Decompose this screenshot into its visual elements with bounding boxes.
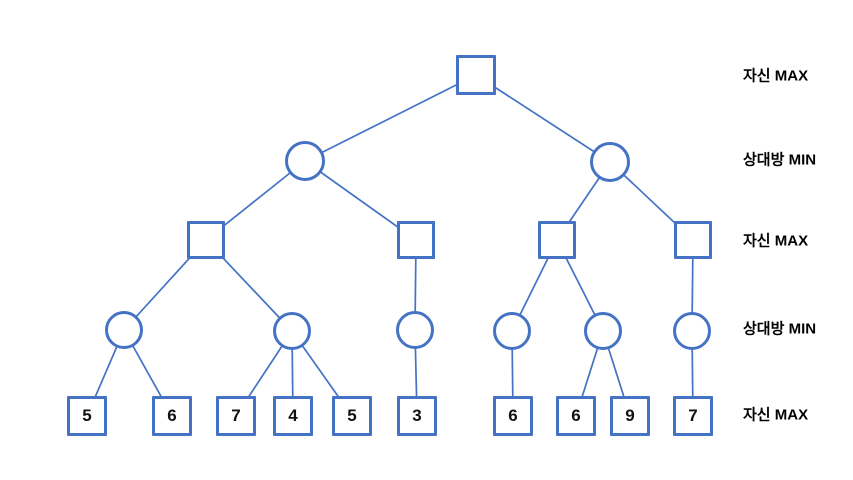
min-node bbox=[273, 312, 311, 350]
min-node bbox=[105, 311, 143, 349]
leaf-node: 6 bbox=[152, 396, 192, 436]
leaf-node: 4 bbox=[273, 396, 313, 436]
max-node bbox=[187, 221, 225, 259]
min-node bbox=[673, 312, 711, 350]
level-label: 상대방 MIN bbox=[743, 151, 817, 169]
max-node bbox=[538, 221, 576, 259]
leaf-node: 6 bbox=[493, 396, 533, 436]
max-node bbox=[674, 221, 712, 259]
min-node bbox=[285, 141, 325, 181]
leaf-value: 6 bbox=[571, 406, 581, 425]
level-label: 자신 MAX bbox=[743, 406, 809, 424]
tree-edge bbox=[304, 74, 477, 162]
leaf-value: 6 bbox=[167, 406, 177, 425]
leaf-value: 9 bbox=[625, 406, 635, 425]
min-node bbox=[590, 142, 630, 182]
leaf-value: 4 bbox=[288, 406, 298, 425]
leaf-value: 7 bbox=[688, 406, 698, 425]
leaf-node: 7 bbox=[673, 396, 713, 436]
max-node bbox=[456, 55, 496, 95]
leaf-node: 7 bbox=[216, 396, 256, 436]
leaf-node: 5 bbox=[67, 396, 107, 436]
min-node bbox=[396, 311, 434, 349]
level-label: 상대방 MIN bbox=[743, 320, 817, 338]
leaf-node: 5 bbox=[332, 396, 372, 436]
leaf-node: 3 bbox=[397, 396, 437, 436]
min-node bbox=[584, 312, 622, 350]
tree-edge bbox=[475, 74, 611, 163]
leaf-value: 5 bbox=[82, 406, 92, 425]
min-node bbox=[493, 312, 531, 350]
level-label: 자신 MAX bbox=[743, 67, 809, 85]
leaf-value: 7 bbox=[231, 406, 241, 425]
max-node bbox=[397, 221, 435, 259]
level-label: 자신 MAX bbox=[743, 232, 809, 250]
leaf-value: 5 bbox=[347, 406, 357, 425]
leaf-node: 6 bbox=[556, 396, 596, 436]
leaf-value: 3 bbox=[412, 406, 422, 425]
leaf-node: 9 bbox=[610, 396, 650, 436]
leaf-value: 6 bbox=[508, 406, 518, 425]
